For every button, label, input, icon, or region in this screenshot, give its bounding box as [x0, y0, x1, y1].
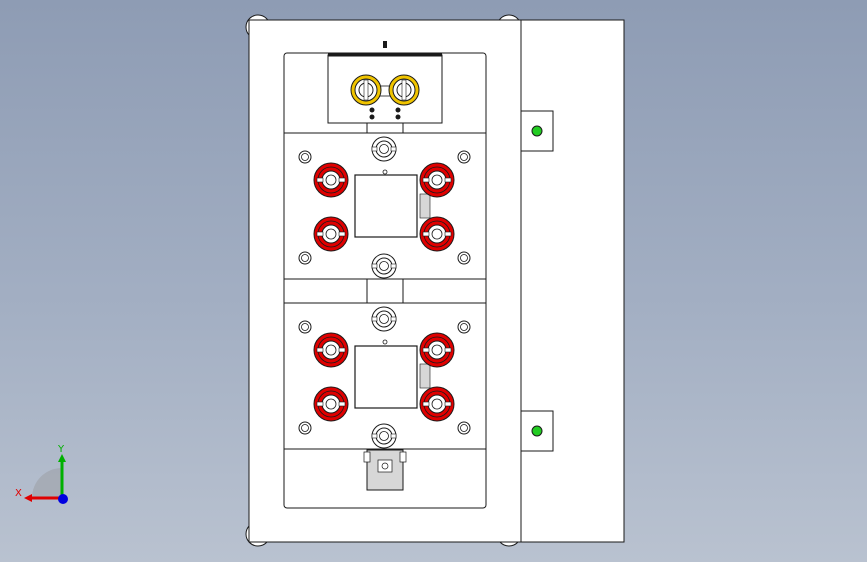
yellow-coupler-left[interactable] — [350, 74, 382, 106]
green-indicator-top[interactable] — [520, 110, 554, 152]
corner-screw — [298, 421, 312, 435]
corner-screw — [457, 320, 471, 334]
red-bushing[interactable] — [313, 386, 349, 422]
slot-screw-s2-bottom[interactable] — [371, 423, 397, 449]
z-axis-dot — [58, 494, 68, 504]
green-indicator-bottom[interactable] — [520, 410, 554, 452]
side-panel[interactable] — [519, 19, 625, 543]
triad-shadow — [32, 468, 62, 498]
slot-screw-s2-top[interactable] — [371, 306, 397, 332]
station-2[interactable] — [283, 302, 487, 450]
station-1[interactable] — [283, 132, 487, 280]
nest-pocket[interactable] — [354, 345, 418, 409]
slot-screw-s1-top[interactable] — [371, 136, 397, 162]
corner-screw — [298, 320, 312, 334]
red-bushing[interactable] — [419, 386, 455, 422]
slot-screw-s1-bottom[interactable] — [371, 253, 397, 279]
red-bushing[interactable] — [313, 332, 349, 368]
top-coupler-assembly[interactable] — [327, 41, 443, 134]
x-axis-arrow — [24, 494, 32, 502]
corner-screw — [457, 421, 471, 435]
red-bushing[interactable] — [313, 162, 349, 198]
y-axis-arrow — [58, 454, 66, 462]
red-bushing[interactable] — [419, 162, 455, 198]
coordinate-triad: X Y — [15, 444, 68, 504]
red-bushing[interactable] — [419, 216, 455, 252]
bottom-connector[interactable] — [363, 449, 407, 491]
corner-screw — [457, 150, 471, 164]
corner-screw — [298, 150, 312, 164]
y-axis-label: Y — [57, 444, 65, 455]
red-bushing[interactable] — [313, 216, 349, 252]
nest-pocket[interactable] — [354, 174, 418, 238]
red-bushing[interactable] — [419, 332, 455, 368]
yellow-coupler-right[interactable] — [388, 74, 420, 106]
center-divider — [283, 278, 487, 304]
corner-screw — [457, 251, 471, 265]
x-axis-label: X — [15, 488, 22, 499]
corner-screw — [298, 251, 312, 265]
